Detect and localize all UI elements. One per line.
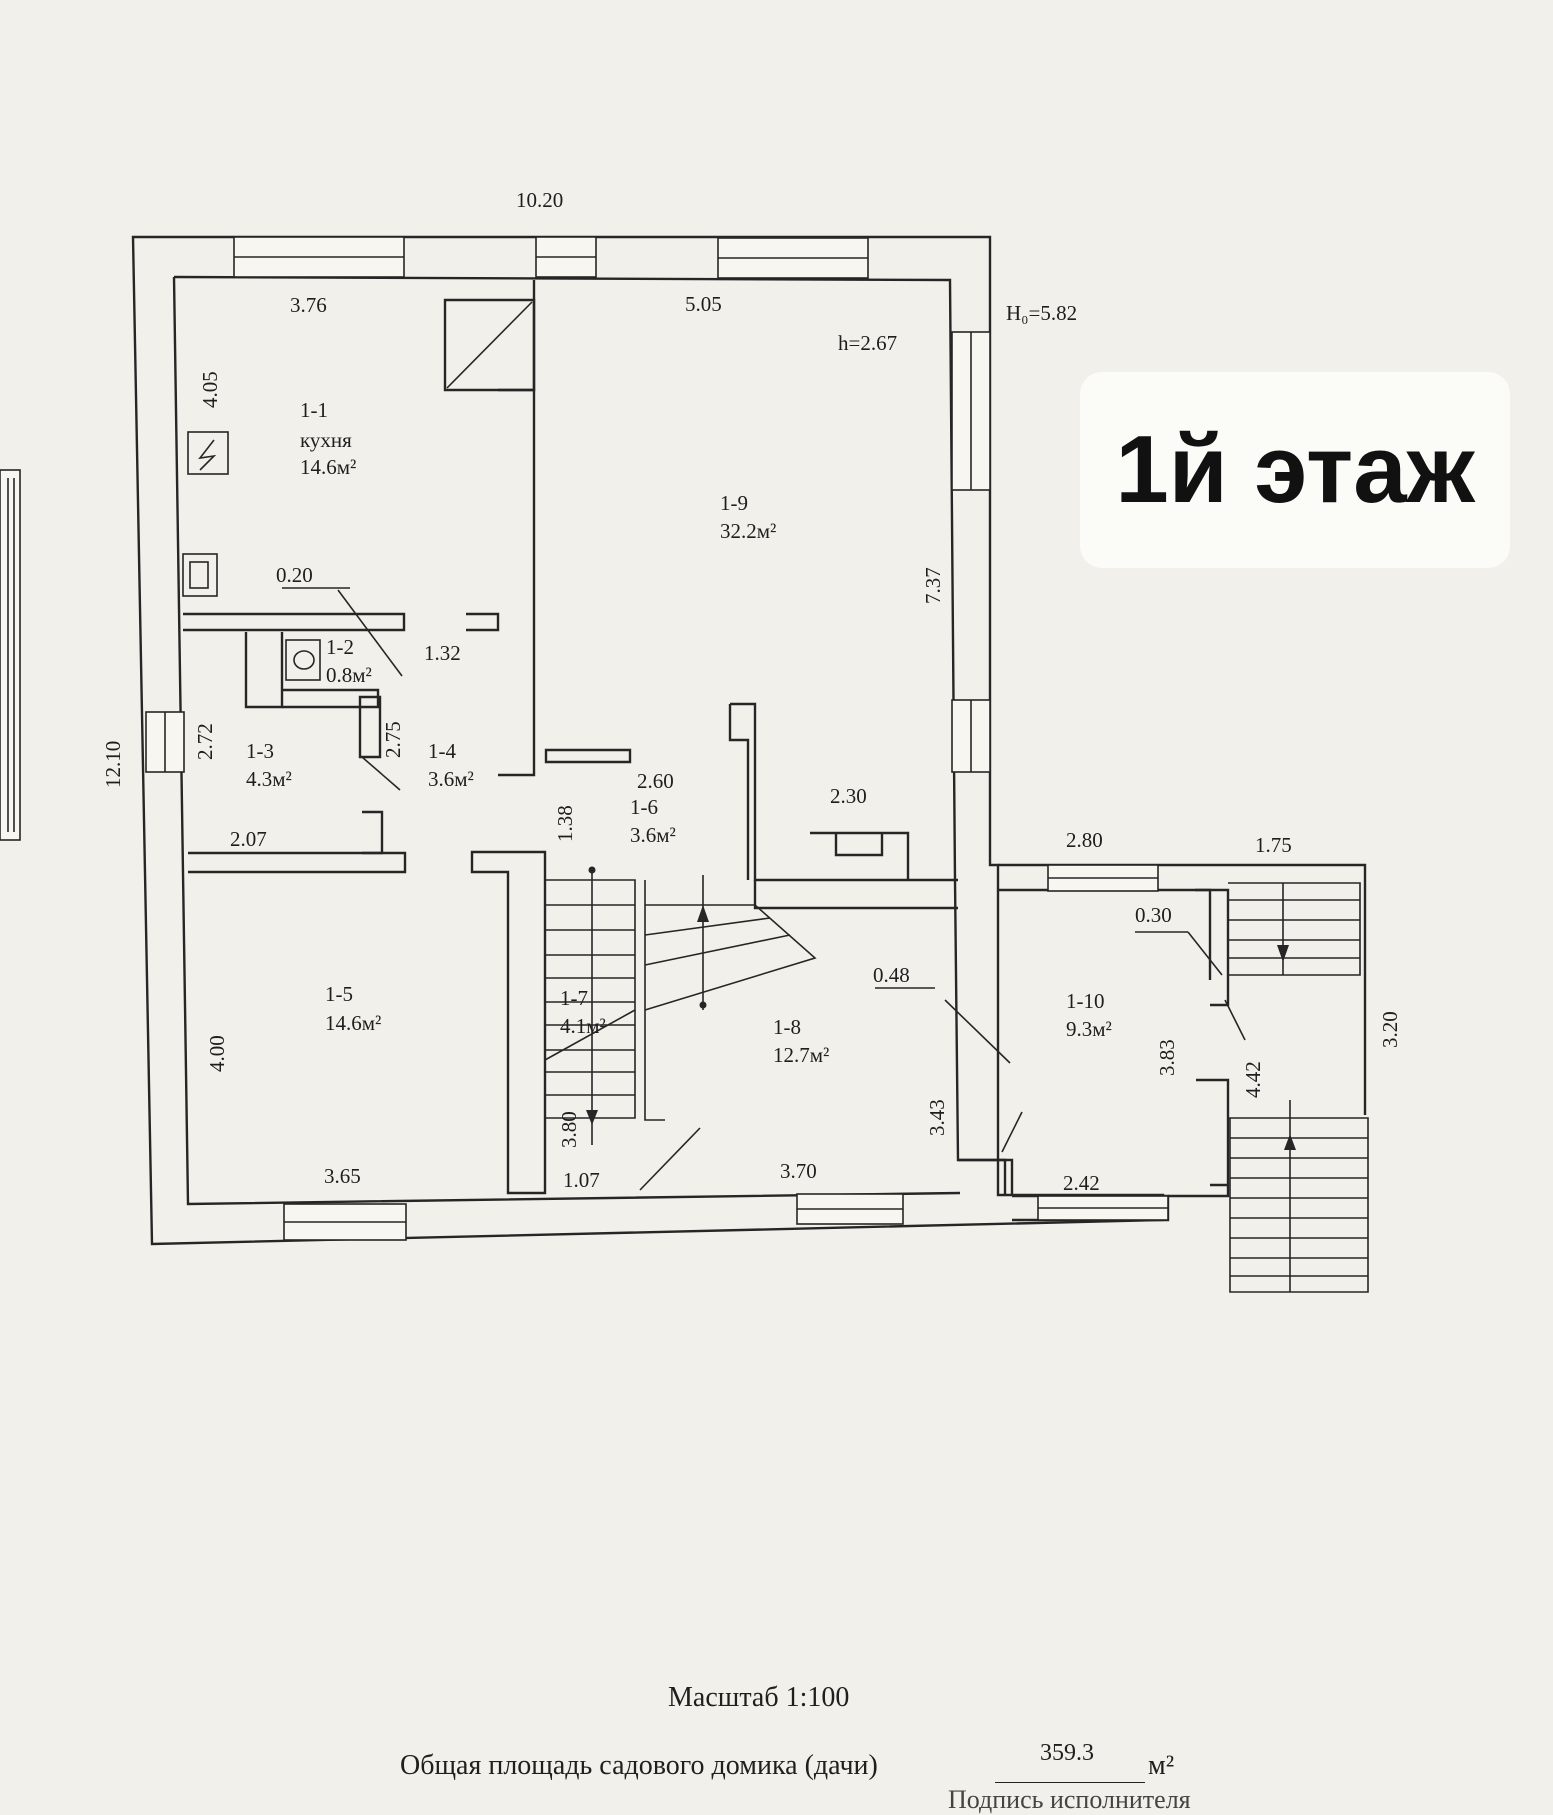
room-1-10-id: 1-10: [1066, 989, 1105, 1013]
exterior-walls: [131, 235, 1165, 1246]
dimension-label: 4.00: [205, 1035, 229, 1072]
left-edge-window: [0, 469, 21, 841]
dimension-label: 0.30: [1135, 903, 1172, 927]
top-windows: [233, 236, 869, 279]
dimension-label: 1.75: [1255, 833, 1292, 857]
floor-badge: 1й этаж: [1080, 372, 1510, 568]
kitchen-fixtures: [182, 431, 321, 681]
dimension-label: 4.42: [1241, 1061, 1265, 1098]
signer-label: Подпись исполнителя: [948, 1785, 1191, 1814]
scale-label: Масштаб 1:100: [668, 1682, 850, 1713]
total-area-value: 359.3: [1040, 1740, 1094, 1766]
dimension-label: 2.42: [1063, 1171, 1100, 1195]
room-1-2-id: 1-2: [326, 635, 354, 659]
right-windows: [951, 331, 991, 773]
room-1-4-id: 1-4: [428, 739, 456, 763]
dimension-label: 1.32: [424, 641, 461, 665]
dimension-label: 3.43: [925, 1099, 949, 1136]
room-1-8-id: 1-8: [773, 1015, 801, 1039]
room-1-7-area: 4.1м²: [560, 1014, 606, 1038]
room-1-4-area: 3.6м²: [428, 767, 474, 791]
dimension-label: 3.70: [780, 1159, 817, 1183]
room-1-9-id: 1-9: [720, 491, 748, 515]
dimension-label: 5.05: [685, 292, 722, 316]
dimension-label: 2.07: [230, 827, 267, 851]
ceiling-height-label: h=2.67: [838, 331, 897, 355]
total-area-unit: м²: [1148, 1750, 1175, 1781]
annex-staircases: [1228, 882, 1369, 1293]
total-height-label: Н₀=5.82: [1006, 301, 1077, 325]
room-1-5-area: 14.6м²: [325, 1011, 381, 1035]
dimension-label: 7.37: [921, 567, 945, 604]
room-1-1-id: 1-1: [300, 398, 328, 422]
room-1-3-area: 4.3м²: [246, 767, 292, 791]
room-1-2-area: 0.8м²: [326, 663, 372, 687]
dimension-label: 0.20: [276, 563, 313, 587]
leader-lines: [282, 587, 1246, 1041]
room-1-6-area: 3.6м²: [630, 823, 676, 847]
dimension-label: 2.75: [381, 721, 405, 758]
dimension-label: 10.20: [516, 188, 563, 212]
dimension-labels: 10.20 3.76 5.05 4.05 0.20 1.32 2.72 2.75…: [101, 188, 1402, 1195]
staircase-main: [544, 866, 817, 1145]
dimension-label: 3.83: [1155, 1039, 1179, 1076]
height-labels: Н₀=5.82 h=2.67: [838, 301, 1077, 355]
room-1-7-id: 1-7: [560, 986, 588, 1010]
dimension-label: 3.20: [1378, 1011, 1402, 1048]
total-area-label: Общая площадь садового домика (дачи): [400, 1750, 878, 1781]
annex-walls: [998, 863, 1367, 1222]
room-1-1-name: кухня: [300, 428, 352, 452]
room-1-3-id: 1-3: [246, 739, 274, 763]
room-1-9-area: 32.2м²: [720, 519, 776, 543]
dimension-label: 3.80: [557, 1111, 581, 1148]
dimension-label: 2.72: [193, 723, 217, 760]
dimension-label: 3.76: [290, 293, 327, 317]
dimension-label: 1.07: [563, 1168, 600, 1192]
room-1-5-id: 1-5: [325, 982, 353, 1006]
room-1-6-id: 1-6: [630, 795, 658, 819]
dimension-label: 0.48: [873, 963, 910, 987]
total-area-underline: [995, 1782, 1145, 1783]
dimension-label: 2.60: [637, 769, 674, 793]
room-1-1-area: 14.6м²: [300, 455, 356, 479]
room-labels: 1-1 кухня 14.6м² 1-2 0.8м² 1-3 4.3м² 1-4…: [246, 398, 1112, 1067]
interior-walls: [183, 280, 1007, 1195]
dimension-label: 2.30: [830, 784, 867, 808]
dimension-label: 12.10: [101, 741, 125, 788]
dimension-label: 3.65: [324, 1164, 361, 1188]
door-swings: [337, 589, 1023, 1191]
dimension-label: 2.80: [1066, 828, 1103, 852]
dimension-label: 4.05: [198, 371, 222, 408]
room-1-8-area: 12.7м²: [773, 1043, 829, 1067]
bottom-windows: [283, 1193, 904, 1241]
left-window: [145, 711, 185, 773]
room-1-10-area: 9.3м²: [1066, 1017, 1112, 1041]
dimension-label: 1.38: [553, 805, 577, 842]
